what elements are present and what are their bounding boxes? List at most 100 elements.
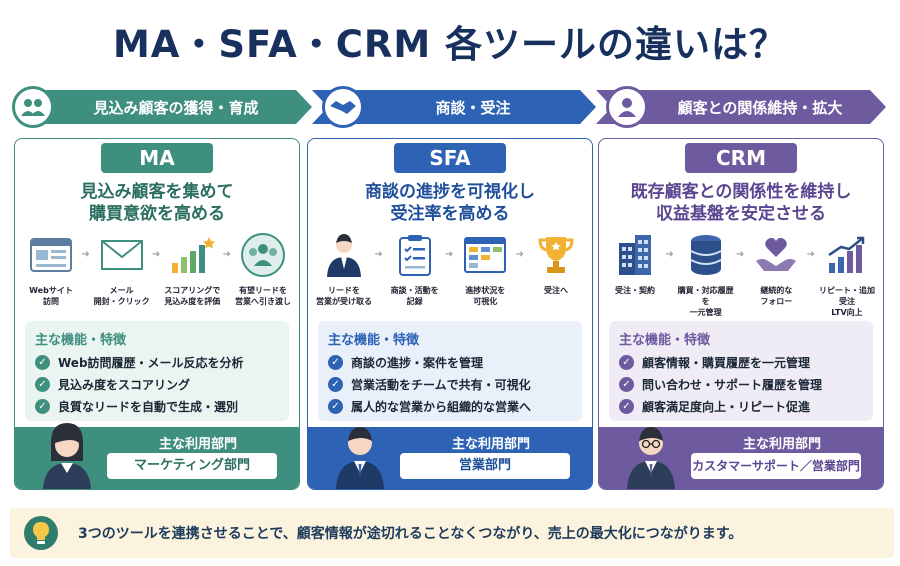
step-caption: 受注へ bbox=[543, 286, 568, 295]
feature-item: ✓Web訪問履歴・メール反応を分析 bbox=[35, 354, 279, 371]
step-caption: スコアリングで見込み度を評価 bbox=[164, 286, 221, 306]
step: 進捗状況を可視化 bbox=[455, 231, 515, 307]
webpage-icon bbox=[27, 231, 75, 279]
clipboard-icon bbox=[391, 231, 439, 279]
step-caption: メール開封・クリック bbox=[93, 286, 150, 306]
card-headline: 既存顧客との関係性を維持し収益基盤を安定させる bbox=[630, 182, 852, 224]
ribbon-label: 見込み顧客の獲得・育成 bbox=[93, 98, 259, 117]
card-ma: MA 見込み顧客を集めて購買意欲を高める Webサイト訪問 ➜ メール開封・クリ… bbox=[14, 138, 300, 490]
step-caption: 継続的なフォロー bbox=[760, 286, 793, 306]
feature-item: ✓顧客情報・購買履歴を一元管理 bbox=[619, 354, 863, 371]
feature-item: ✓商談の進捗・案件を管理 bbox=[328, 354, 572, 371]
people-icon bbox=[12, 86, 54, 128]
ribbon-sfa: 商談・受注 bbox=[312, 86, 596, 128]
trophy-icon bbox=[532, 231, 580, 279]
features-title: 主な機能・特徴 bbox=[619, 333, 711, 348]
feature-item: ✓顧客満足度向上・リピート促進 bbox=[619, 398, 863, 415]
department-title: 主な利用部門 bbox=[158, 437, 237, 452]
features-box: 主な機能・特徴 ✓商談の進捗・案件を管理 ✓営業活動をチームで共有・可視化 ✓属… bbox=[318, 321, 582, 421]
feature-item: ✓良質なリードを自動で生成・選別 bbox=[35, 398, 279, 415]
ribbon-label: 商談・受注 bbox=[435, 98, 511, 117]
check-icon: ✓ bbox=[328, 399, 343, 414]
check-icon: ✓ bbox=[619, 399, 634, 414]
card-crm: CRM 既存顧客との関係性を維持し収益基盤を安定させる 受注・契約 ➜ 購買・対… bbox=[598, 138, 884, 490]
heart-hand-icon bbox=[752, 231, 800, 279]
feature-item: ✓属人的な営業から組織的な営業へ bbox=[328, 398, 572, 415]
page-title: MA・SFA・CRM 各ツールの違いは？ bbox=[112, 23, 788, 66]
check-icon: ✓ bbox=[619, 377, 634, 392]
salesperson-icon bbox=[320, 231, 368, 279]
lightbulb-icon bbox=[24, 516, 58, 550]
features-box: 主な機能・特徴 ✓Web訪問履歴・メール反応を分析 ✓見込み度をスコアリング ✓… bbox=[25, 321, 289, 421]
mail-icon bbox=[98, 231, 146, 279]
step: メール開封・クリック bbox=[92, 231, 152, 307]
step: 受注へ bbox=[526, 231, 586, 307]
businessman-avatar-icon bbox=[330, 417, 390, 489]
card-badge: CRM bbox=[685, 143, 797, 173]
arrow-icon: ➜ bbox=[151, 249, 161, 260]
step-caption: 進捗状況を可視化 bbox=[465, 286, 506, 306]
ribbon-label: 顧客との関係維持・拡大 bbox=[677, 98, 843, 117]
step-caption: Webサイト訪問 bbox=[29, 286, 73, 306]
card-sfa: SFA 商談の進捗を可視化し受注率を高める リードを営業が受け取る ➜ 商談・活… bbox=[307, 138, 593, 490]
department-name: マーケティング部門 bbox=[107, 453, 277, 479]
ribbon-crm: 顧客との関係維持・拡大 bbox=[596, 86, 886, 128]
department-name: 営業部門 bbox=[400, 453, 570, 479]
card-headline: 見込み顧客を集めて購買意欲を高める bbox=[80, 182, 234, 224]
department-name: カスタマーサポート／営業部門 bbox=[691, 453, 861, 479]
step: Webサイト訪問 bbox=[21, 231, 81, 307]
bar-chart-star-icon bbox=[168, 231, 216, 279]
department-title: 主な利用部門 bbox=[451, 437, 530, 452]
feature-item: ✓問い合わせ・サポート履歴を管理 bbox=[619, 376, 863, 393]
features-title: 主な機能・特徴 bbox=[328, 333, 420, 348]
step-caption: 商談・活動を記録 bbox=[390, 286, 439, 306]
feature-item: ✓営業活動をチームで共有・可視化 bbox=[328, 376, 572, 393]
step: リードを営業が受け取る bbox=[314, 231, 374, 307]
card-badge: MA bbox=[101, 143, 213, 173]
step: 購買・対応履歴を一元管理 bbox=[676, 231, 736, 318]
arrow-icon: ➜ bbox=[806, 249, 816, 260]
step-caption: 受注・契約 bbox=[615, 286, 655, 295]
arrow-icon: ➜ bbox=[374, 249, 383, 260]
kanban-icon bbox=[461, 231, 509, 279]
growth-chart-icon bbox=[823, 231, 871, 279]
feature-item: ✓見込み度をスコアリング bbox=[35, 376, 279, 393]
arrow-icon: ➜ bbox=[665, 249, 674, 260]
features-box: 主な機能・特徴 ✓顧客情報・購買履歴を一元管理 ✓問い合わせ・サポート履歴を管理… bbox=[609, 321, 873, 421]
ribbon-ma: 見込み顧客の獲得・育成 bbox=[12, 86, 312, 128]
person-icon bbox=[606, 86, 648, 128]
step: 受注・契約 bbox=[605, 231, 665, 318]
arrow-icon: ➜ bbox=[515, 249, 525, 260]
process-flow: リードを営業が受け取る ➜ 商談・活動を記録 ➜ 進捗状況を可視化 ➜ 受注へ bbox=[314, 231, 586, 307]
process-flow: Webサイト訪問 ➜ メール開封・クリック ➜ スコアリングで見込み度を評価 ➜… bbox=[21, 231, 293, 307]
handshake-icon bbox=[322, 86, 364, 128]
check-icon: ✓ bbox=[35, 377, 50, 392]
card-badge: SFA bbox=[394, 143, 506, 173]
department-title: 主な利用部門 bbox=[742, 437, 821, 452]
arrow-icon: ➜ bbox=[222, 249, 232, 260]
step-caption: 有望リードを営業へ引き渡し bbox=[234, 286, 291, 306]
check-icon: ✓ bbox=[35, 399, 50, 414]
step: スコアリングで見込み度を評価 bbox=[162, 231, 222, 307]
step: 有望リードを営業へ引き渡し bbox=[233, 231, 293, 307]
step-caption: リードを営業が受け取る bbox=[316, 286, 372, 306]
process-flow: 受注・契約 ➜ 購買・対応履歴を一元管理 ➜ 継続的なフォロー ➜ リピート・追… bbox=[605, 231, 877, 318]
check-icon: ✓ bbox=[328, 377, 343, 392]
database-icon bbox=[682, 231, 730, 279]
check-icon: ✓ bbox=[328, 355, 343, 370]
buildings-icon bbox=[611, 231, 659, 279]
woman-avatar-icon bbox=[37, 417, 97, 489]
summary-text: 3つのツールを連携させることで、顧客情報が途切れることなくつながり、売上の最大化… bbox=[78, 526, 743, 542]
check-icon: ✓ bbox=[619, 355, 634, 370]
arrow-icon: ➜ bbox=[735, 249, 745, 260]
arrow-icon: ➜ bbox=[81, 249, 90, 260]
step-caption: 購買・対応履歴を一元管理 bbox=[677, 286, 734, 317]
step: 商談・活動を記録 bbox=[385, 231, 445, 307]
arrow-icon: ➜ bbox=[444, 249, 454, 260]
step: 継続的なフォロー bbox=[746, 231, 806, 318]
features-title: 主な機能・特徴 bbox=[35, 333, 127, 348]
summary-banner: 3つのツールを連携させることで、顧客情報が途切れることなくつながり、売上の最大化… bbox=[10, 508, 894, 558]
check-icon: ✓ bbox=[35, 355, 50, 370]
